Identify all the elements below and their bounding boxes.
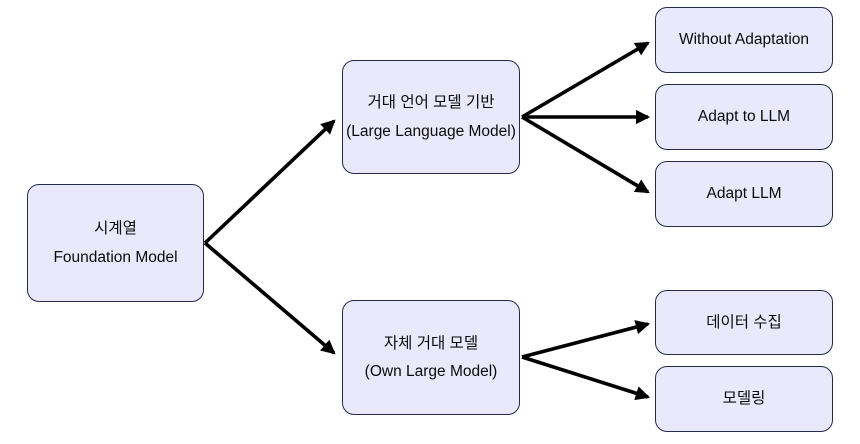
node-label: 모델링 [722,390,766,408]
node-without-adaptation: Without Adaptation [655,7,833,73]
arrow-llm-to-adapt-llm [521,115,650,194]
node-timeseries-foundation-model: 시계열 Foundation Model [27,184,204,302]
node-data-collection: 데이터 수집 [655,290,833,355]
node-title: 시계열 [94,220,137,238]
node-modeling: 모델링 [655,366,833,432]
arrow-own-to-data-collection [521,320,651,359]
node-title: 자체 거대 모델 [383,334,479,352]
arrow-root-to-own [203,241,336,355]
node-subtitle: (Large Language Model) [346,122,516,140]
node-label: Adapt LLM [706,185,782,203]
node-own-large-model: 자체 거대 모델 (Own Large Model) [342,300,520,415]
node-title: 거대 언어 모델 기반 [367,94,495,112]
node-subtitle: (Own Large Model) [364,363,498,380]
arrow-root-to-llm [203,119,336,245]
node-large-language-model: 거대 언어 모델 기반 (Large Language Model) [342,60,520,174]
node-label: Adapt to LLM [697,108,791,126]
node-label: 데이터 수집 [706,313,782,331]
arrow-own-to-modeling [521,355,651,401]
node-adapt-llm: Adapt LLM [655,161,833,227]
node-subtitle: Foundation Model [53,248,178,266]
arrow-llm-to-without-adaptation [521,41,650,119]
node-adapt-to-llm: Adapt to LLM [655,84,833,150]
node-label: Without Adaptation [678,31,810,49]
